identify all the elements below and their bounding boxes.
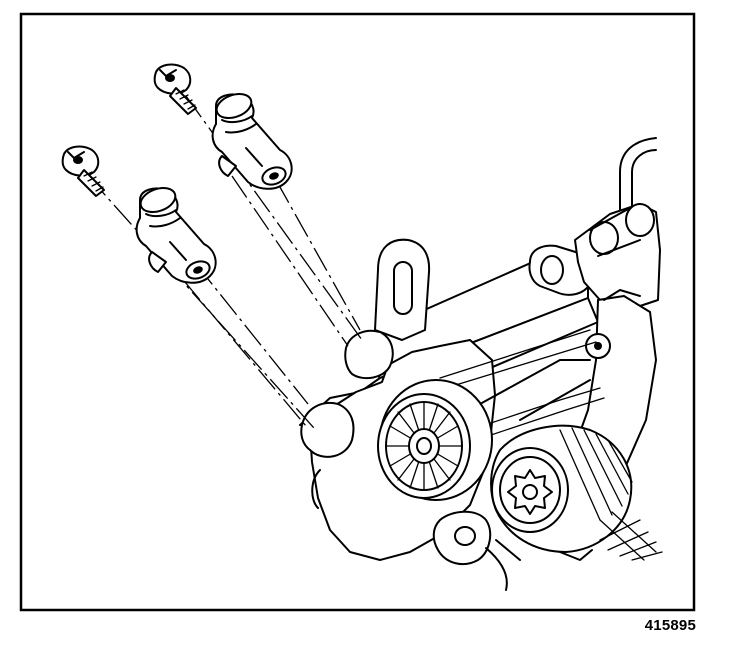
spacer-icon xyxy=(211,92,293,190)
generator-pulley-icon xyxy=(491,447,569,533)
tensioner-pulley-icon xyxy=(377,379,493,501)
bolt-icon xyxy=(153,63,197,115)
spacer-icon xyxy=(135,186,217,284)
figure-id-label: 415895 xyxy=(644,617,696,634)
bolt-icon xyxy=(61,145,105,197)
